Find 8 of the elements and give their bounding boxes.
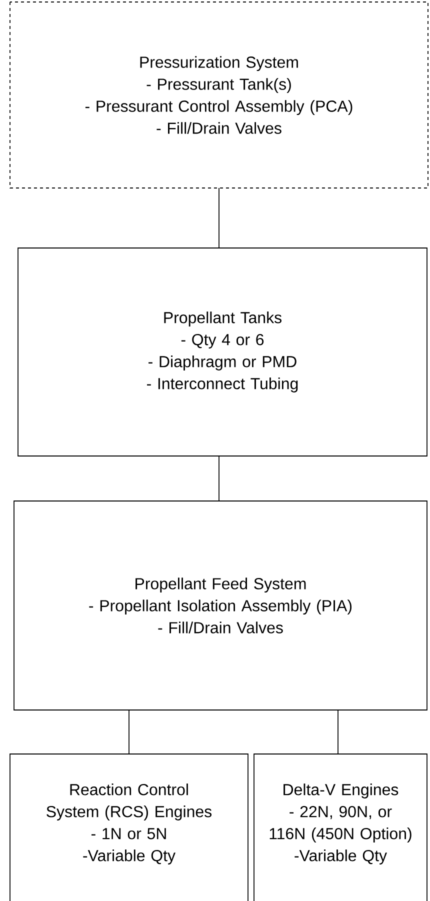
process-box: Propellant Feed System - Propellant Isolation Assembly (PIA) - Fill/Drain Valves bbox=[14, 500, 428, 710]
connector-line bbox=[218, 188, 220, 248]
process-box: Propellant Tanks - Qty 4 or 6 - Diaphragm or PMD - Interconnect Tubing bbox=[18, 248, 428, 456]
process-box: Delta-V Engines - 22N, 90N, or 116N (450N Option) -Variable Qty bbox=[254, 754, 428, 901]
process-box: Pressurization System - Pressurant Tank(s) - Pressurant Control Assembly (PCA) - Fill/Drain Valves bbox=[10, 2, 428, 188]
connector-line bbox=[128, 710, 130, 754]
connector-line bbox=[218, 456, 220, 502]
process-box: Reaction Control System (RCS) Engines - 1N or 5N -Variable Qty bbox=[10, 754, 248, 901]
